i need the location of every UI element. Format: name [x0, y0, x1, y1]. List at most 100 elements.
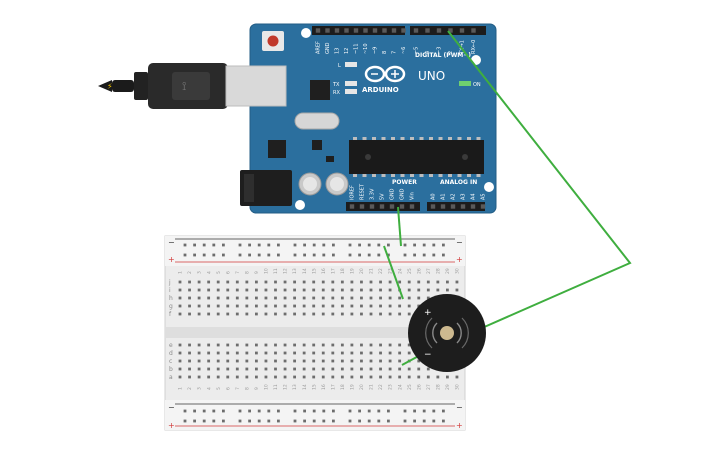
rail-hole[interactable]	[238, 419, 242, 423]
breadboard-hole[interactable]	[283, 288, 287, 292]
rail-hole[interactable]	[212, 253, 216, 257]
breadboard-hole[interactable]	[264, 312, 268, 316]
breadboard-hole[interactable]	[312, 312, 316, 316]
digital-socket[interactable]	[425, 28, 430, 33]
breadboard-hole[interactable]	[293, 304, 296, 308]
breadboard-hole[interactable]	[178, 367, 182, 371]
breadboard-hole[interactable]	[321, 367, 325, 371]
breadboard-hole[interactable]	[216, 351, 220, 355]
breadboard-hole[interactable]	[245, 359, 249, 363]
rail-hole[interactable]	[312, 253, 316, 257]
analog-socket[interactable]	[480, 204, 486, 209]
breadboard-hole[interactable]	[360, 351, 363, 355]
rail-hole[interactable]	[303, 243, 306, 247]
breadboard-hole[interactable]	[235, 359, 239, 363]
rail-hole[interactable]	[413, 253, 416, 257]
breadboard-hole[interactable]	[178, 304, 182, 308]
rail-hole[interactable]	[238, 253, 242, 257]
rail-hole[interactable]	[348, 419, 352, 423]
breadboard-hole[interactable]	[360, 367, 363, 371]
rail-hole[interactable]	[358, 419, 361, 423]
breadboard-hole[interactable]	[188, 375, 191, 379]
breadboard-hole[interactable]	[207, 359, 211, 363]
breadboard-hole[interactable]	[293, 312, 296, 316]
breadboard-hole[interactable]	[436, 375, 440, 379]
breadboard-hole[interactable]	[216, 375, 220, 379]
rail-hole[interactable]	[277, 419, 280, 423]
breadboard-hole[interactable]	[245, 296, 249, 300]
rail-hole[interactable]	[183, 409, 187, 413]
breadboard-hole[interactable]	[283, 375, 287, 379]
breadboard-hole[interactable]	[178, 359, 182, 363]
breadboard-hole[interactable]	[360, 359, 363, 363]
breadboard-hole[interactable]	[398, 343, 402, 347]
breadboard-hole[interactable]	[235, 351, 239, 355]
rail-hole[interactable]	[358, 253, 361, 257]
breadboard-hole[interactable]	[369, 296, 373, 300]
breadboard-hole[interactable]	[455, 280, 459, 284]
breadboard-hole[interactable]	[340, 280, 344, 284]
rail-hole[interactable]	[312, 419, 316, 423]
breadboard-hole[interactable]	[379, 280, 382, 284]
rail-hole[interactable]	[387, 253, 390, 257]
rail-hole[interactable]	[257, 409, 261, 413]
analog-socket[interactable]	[440, 204, 446, 209]
breadboard-hole[interactable]	[283, 351, 287, 355]
rail-hole[interactable]	[222, 409, 225, 413]
breadboard-hole[interactable]	[264, 367, 268, 371]
breadboard-hole[interactable]	[388, 367, 392, 371]
breadboard-hole[interactable]	[417, 304, 421, 308]
breadboard-hole[interactable]	[350, 375, 354, 379]
breadboard-hole[interactable]	[350, 367, 354, 371]
rail-hole[interactable]	[432, 243, 436, 247]
breadboard-hole[interactable]	[331, 367, 335, 371]
breadboard-hole[interactable]	[255, 359, 258, 363]
analog-socket[interactable]	[450, 204, 456, 209]
breadboard-hole[interactable]	[331, 375, 335, 379]
rail-hole[interactable]	[303, 253, 306, 257]
breadboard-hole[interactable]	[207, 375, 211, 379]
breadboard-hole[interactable]	[302, 296, 306, 300]
breadboard-hole[interactable]	[407, 367, 411, 371]
rail-hole[interactable]	[267, 409, 271, 413]
breadboard-hole[interactable]	[235, 288, 239, 292]
breadboard-hole[interactable]	[340, 304, 344, 308]
breadboard-hole[interactable]	[255, 343, 258, 347]
breadboard-hole[interactable]	[216, 296, 220, 300]
rail-hole[interactable]	[387, 243, 390, 247]
digital-socket[interactable]	[459, 28, 465, 33]
rail-hole[interactable]	[413, 409, 416, 413]
breadboard-hole[interactable]	[369, 351, 373, 355]
breadboard-hole[interactable]	[283, 359, 287, 363]
breadboard-hole[interactable]	[207, 351, 211, 355]
breadboard-hole[interactable]	[178, 296, 182, 300]
breadboard-hole[interactable]	[360, 280, 363, 284]
breadboard-hole[interactable]	[197, 367, 201, 371]
breadboard-hole[interactable]	[455, 375, 459, 379]
breadboard-hole[interactable]	[178, 280, 182, 284]
breadboard-hole[interactable]	[255, 367, 258, 371]
power-socket[interactable]	[349, 204, 355, 209]
breadboard-hole[interactable]	[197, 288, 201, 292]
rail-hole[interactable]	[183, 243, 187, 247]
breadboard-hole[interactable]	[188, 351, 191, 355]
rail-hole[interactable]	[432, 409, 436, 413]
breadboard-hole[interactable]	[188, 343, 191, 347]
digital-socket[interactable]	[315, 28, 321, 33]
breadboard-hole[interactable]	[245, 343, 249, 347]
digital-socket[interactable]	[436, 28, 442, 33]
rail-hole[interactable]	[322, 253, 326, 257]
breadboard-hole[interactable]	[197, 304, 201, 308]
breadboard-hole[interactable]	[293, 375, 296, 379]
breadboard-hole[interactable]	[274, 288, 277, 292]
rail-hole[interactable]	[348, 243, 352, 247]
rail-hole[interactable]	[303, 409, 306, 413]
breadboard-hole[interactable]	[302, 343, 306, 347]
rail-hole[interactable]	[248, 409, 251, 413]
breadboard-hole[interactable]	[188, 312, 191, 316]
breadboard-hole[interactable]	[216, 359, 220, 363]
rail-hole[interactable]	[432, 253, 436, 257]
breadboard-hole[interactable]	[417, 367, 421, 371]
